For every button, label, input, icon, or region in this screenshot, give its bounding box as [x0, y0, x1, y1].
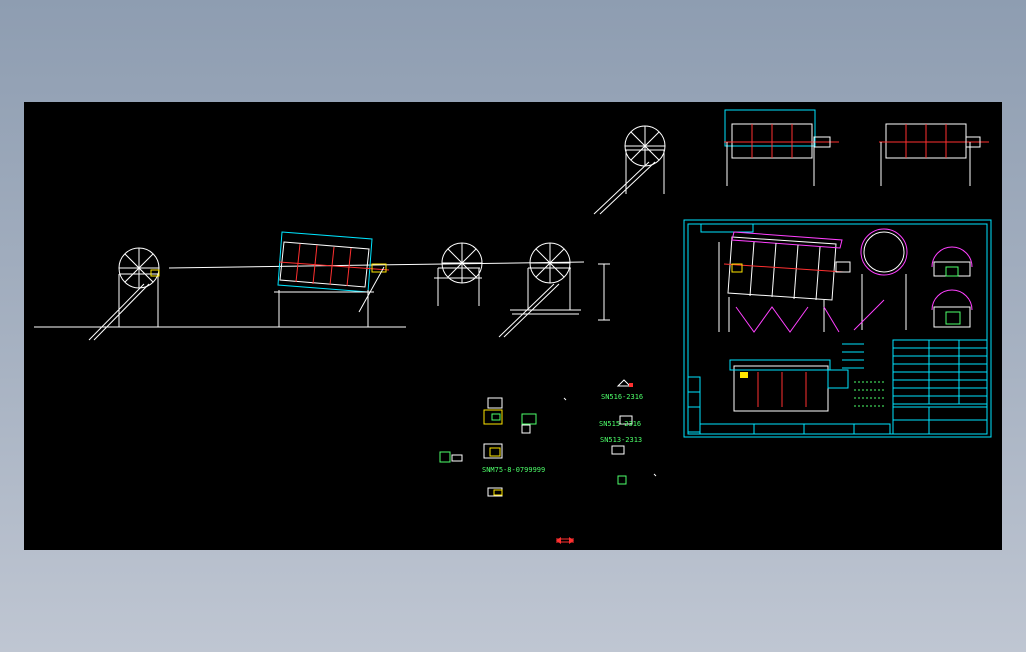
- ucs-icon: [556, 537, 574, 544]
- annotation-label: SN515-2316: [599, 420, 641, 428]
- elevation-view: [34, 125, 666, 341]
- annotation-label: SNM75-8-0799999: [482, 466, 545, 474]
- cad-drawing: SN516-2316 SN515-2316 SN513-2313 SNM75-8…: [34, 109, 992, 544]
- annotation-label: SN513-2313: [600, 436, 642, 444]
- cad-model-space[interactable]: SN516-2316 SN515-2316 SN513-2313 SNM75-8…: [24, 102, 1002, 550]
- top-views: [724, 109, 989, 186]
- annotation-label: SN516-2316: [601, 393, 643, 401]
- detail-parts: [439, 379, 657, 497]
- drawing-sheet: [683, 219, 992, 438]
